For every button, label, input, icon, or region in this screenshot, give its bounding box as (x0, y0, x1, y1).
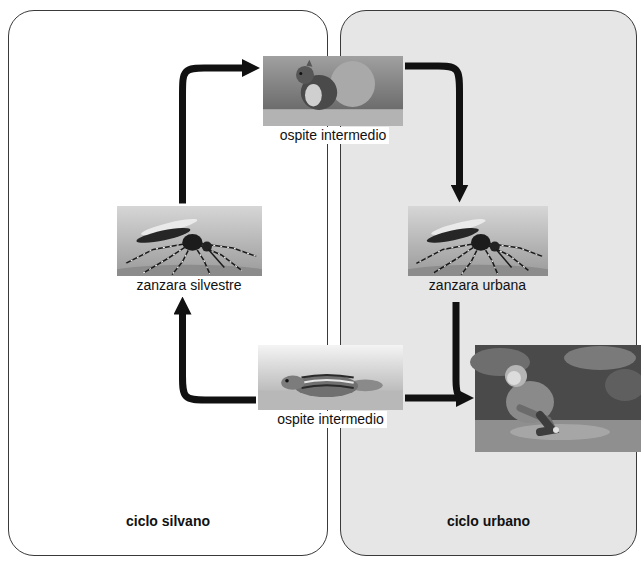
squirrel-belly (305, 84, 322, 106)
squirrel-head (296, 66, 314, 84)
surface (408, 264, 548, 275)
squirrel-tail (330, 61, 375, 107)
cycle-label: ciclo urbano (447, 513, 530, 530)
leg-band (125, 242, 192, 263)
rail (263, 109, 403, 126)
chipmunk-stripe (302, 385, 354, 388)
photo-background (263, 56, 403, 126)
mosquito-head (489, 241, 499, 251)
photo-image (117, 206, 262, 276)
photo-node: zanzara urbana (408, 206, 548, 294)
mosquito-head (201, 241, 211, 251)
cycle-label: ciclo silvano (126, 513, 210, 530)
photo-caption: ospite intermedio (274, 411, 387, 428)
photo-node: ospite intermedio (263, 56, 403, 144)
photo-node: zanzara silvestre (117, 206, 262, 294)
chipmunk-body (294, 375, 358, 397)
photo-node: ospite intermedio (258, 345, 403, 428)
photo-background (258, 345, 403, 410)
surface (117, 264, 262, 275)
mosquito-thorax (471, 234, 491, 251)
mosquito-leg (416, 242, 480, 263)
mosquito-proboscis (496, 249, 511, 267)
squirrel-eye (299, 72, 302, 75)
photo-caption: zanzara silvestre (133, 277, 244, 294)
photo-image (258, 345, 403, 410)
leg-band (416, 242, 480, 263)
photo-caption: ospite intermedio (277, 127, 390, 144)
photo-image (408, 206, 548, 276)
chipmunk-stripe (302, 375, 354, 378)
mosquito-proboscis (208, 249, 224, 267)
chipmunk-head (281, 376, 304, 390)
mosquito-leg (125, 242, 192, 263)
chipmunk-eye (285, 379, 289, 383)
chipmunk-stripe (302, 380, 354, 383)
photo-caption: zanzara urbana (426, 277, 529, 294)
squirrel-ear (306, 60, 312, 67)
mosquito-thorax (182, 234, 202, 251)
photo-image (263, 56, 403, 126)
